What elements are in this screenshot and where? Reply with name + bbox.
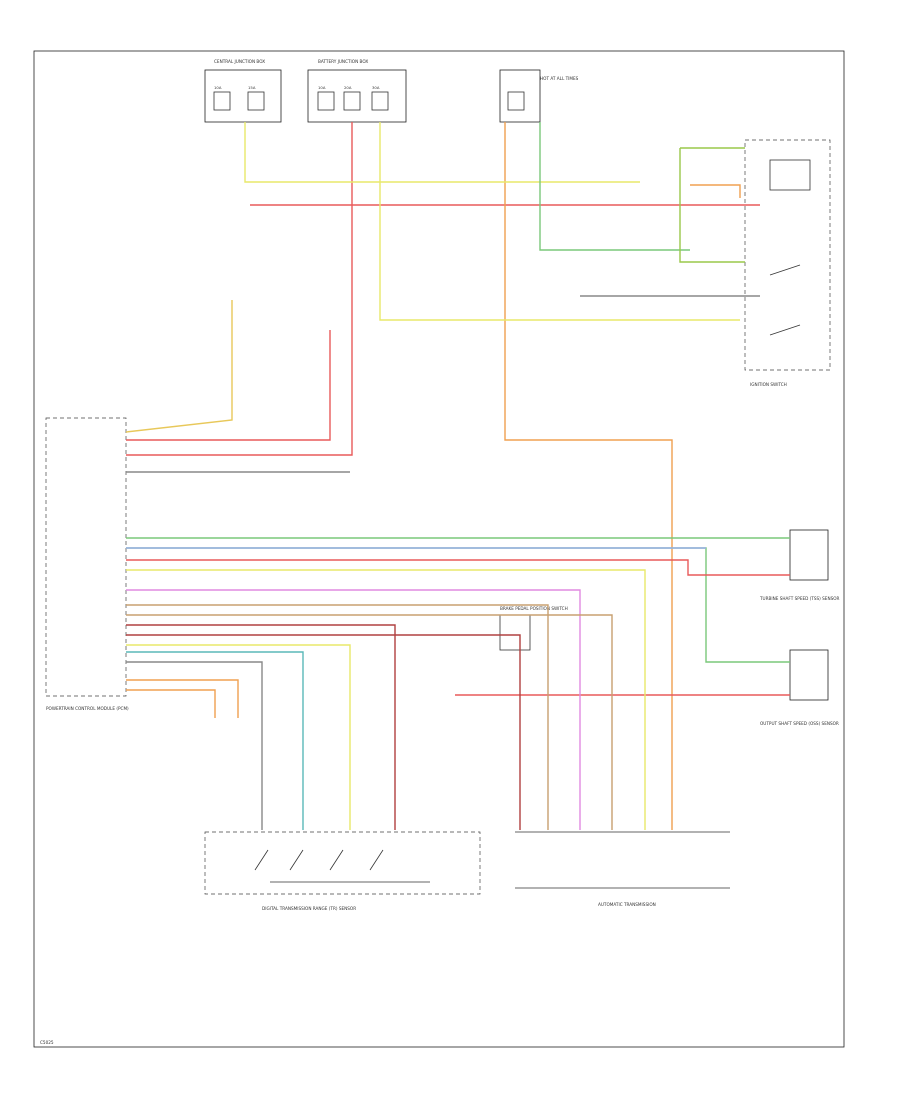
wire-green-right — [679, 147, 745, 263]
wire-sol-a — [126, 569, 646, 830]
battery-junction-box — [307, 69, 407, 123]
fuse-2 — [247, 91, 265, 111]
wire-ignition-orange — [126, 184, 741, 718]
wire-pcs — [126, 604, 613, 830]
ignition-switch-label: IGNITION SWITCH — [750, 382, 787, 387]
cjb-label: CENTRAL JUNCTION BOX — [214, 59, 265, 64]
wire-bat-feed — [126, 122, 673, 830]
wire-ign-run — [126, 122, 760, 456]
tss-label: TURBINE SHAFT SPEED (TSS) SENSOR — [759, 596, 840, 601]
wire-tss-signal — [126, 122, 790, 539]
fuse-5 — [371, 91, 389, 111]
oss-label: OUTPUT SHAFT SPEED (OSS) SENSOR — [760, 721, 839, 726]
relay-contact-1 — [769, 264, 801, 276]
hot-at-all-times-note: HOT AT ALL TIMES — [540, 76, 579, 81]
transmission-label: AUTOMATIC TRANSMISSION — [598, 902, 656, 907]
oss-sensor — [789, 649, 829, 701]
wire-tcc — [126, 651, 304, 830]
fuse-3-label: 10A — [318, 85, 326, 90]
wire-dark-red — [126, 624, 521, 830]
brake-switch-label: BRAKE PEDAL POSITION SWITCH — [500, 606, 568, 611]
fuse-1-label: 10A — [214, 85, 222, 90]
wire-yellow-main — [244, 122, 740, 321]
pcm-block — [45, 417, 127, 697]
wire-tr-feed — [125, 300, 233, 433]
brake-switch — [499, 614, 531, 651]
relay-contact-2 — [769, 324, 801, 336]
ignition-switch-block — [744, 139, 831, 371]
tr-sensor-block — [204, 831, 481, 895]
bjb-label: BATTERY JUNCTION BOX — [318, 59, 368, 64]
tss-sensor — [789, 529, 829, 581]
tr-sensor-label: DIGITAL TRANSMISSION RANGE (TR) SENSOR — [262, 906, 356, 911]
relay-box — [769, 159, 811, 191]
fuse-4 — [343, 91, 361, 111]
central-junction-box — [204, 69, 282, 123]
fuse-5-label: 30A — [372, 85, 380, 90]
fuse-6 — [507, 91, 525, 111]
wire-sol-b — [126, 589, 581, 830]
tr-switch-contacts — [254, 849, 430, 883]
pcm-label: POWERTRAIN CONTROL MODULE (PCM) — [46, 706, 129, 711]
fuse-3 — [317, 91, 335, 111]
fuse-4-label: 20A — [344, 85, 352, 90]
wire-ign-run-2 — [126, 330, 331, 441]
wire-red-lower — [126, 559, 790, 696]
wire-grey-data — [126, 295, 760, 830]
junction-box-group: CENTRAL JUNCTION BOX BATTERY JUNCTION BO… — [204, 59, 579, 123]
fuse-1 — [213, 91, 231, 111]
fuse-2-label: 15A — [248, 85, 256, 90]
footer-code: C5025 — [40, 1040, 54, 1045]
fuse-box-right — [499, 69, 541, 123]
diagram-frame — [33, 50, 845, 1048]
